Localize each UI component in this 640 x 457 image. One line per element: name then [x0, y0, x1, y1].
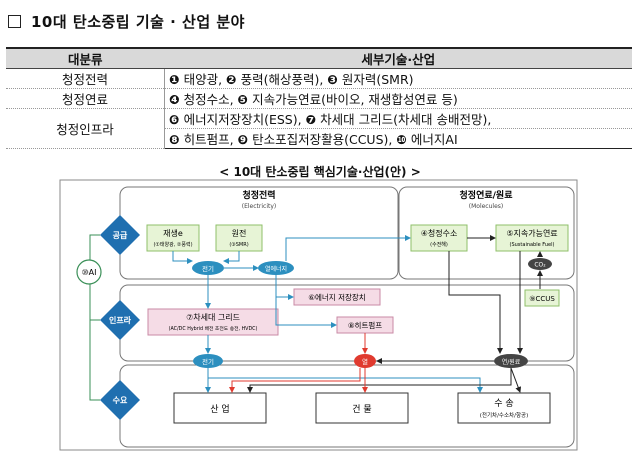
item-text: 태양광, [179, 72, 227, 87]
item-text: 지속가능연료(바이오, 재생합성연료 등) [248, 92, 458, 107]
item-number-icon: ❷ [226, 72, 237, 87]
column-molecules-sub: (Molecules) [469, 203, 503, 210]
item-text: 차세대 그리드(차세대 송배전망), [316, 112, 492, 127]
co2-label: CO₂ [534, 262, 546, 269]
item-text: 에너지AI [406, 132, 458, 147]
item-number-icon: ❼ [305, 112, 317, 127]
grid-box [147, 308, 279, 336]
header-detail: 세부기술·산업 [164, 47, 632, 69]
item-text: 청정수소, [179, 92, 238, 107]
hydrogen-title: ④청정수소 [421, 228, 458, 238]
heat-energy-oval [258, 261, 294, 275]
stage-supply: 공급 [100, 215, 140, 255]
electricity-flows [172, 235, 483, 393]
header-category: 대분류 [6, 47, 165, 69]
checkbox-square-icon [8, 14, 21, 28]
category-cell: 청정전력 [6, 68, 165, 89]
grid-sub: (AC/DC Hybrid 배전 초전도 송전, HVDC) [169, 325, 258, 332]
demand-industry: 산 업 [210, 404, 229, 415]
demand-building-box [315, 392, 409, 424]
item-number-icon: ❿ [396, 132, 407, 147]
diagram-caption: < 10대 탄소중립 핵심기술·산업(안) > [219, 165, 421, 179]
demand-transport-sub: (전기차/수소차/항공) [480, 411, 528, 419]
ccus-label: ⑨CCUS [529, 295, 555, 303]
nuclear-title: 원전 [232, 228, 247, 238]
renewable-title: 재생e [163, 228, 183, 238]
item-number-icon: ❽ [169, 132, 180, 147]
item-number-icon: ❶ [169, 72, 180, 87]
detail-cell: ❶ 태양광, ❷ 풍력(해상풍력), ❸ 원자력(SMR) [164, 68, 632, 89]
ai-circle [76, 259, 102, 285]
item-number-icon: ❹ [169, 92, 180, 107]
hydrogen-sub: (수전해) [430, 241, 448, 248]
ccus-box [524, 289, 560, 307]
column-electricity: 청정전력 [242, 189, 275, 201]
table-row: ❽ 히트펌프, ❾ 탄소포집저장활용(CCUS), ❿ 에너지AI [6, 128, 632, 149]
heat-pump-label: ⑧히트펌프 [348, 320, 382, 330]
sustainable-fuel-title: ⑤지속가능연료 [506, 229, 557, 238]
electricity-oval-2 [193, 354, 223, 368]
item-text: 에너지저장장치(ESS), [179, 112, 306, 127]
title-row: 10대 탄소중립 기술 · 산업 분야 [8, 8, 245, 34]
ai-label: ⑩AI [81, 268, 96, 277]
detail-cell: ❹ 청정수소, ❺ 지속가능연료(바이오, 재생합성연료 등) [164, 88, 632, 109]
detail-cell: ❻ 에너지저장장치(ESS), ❼ 차세대 그리드(차세대 송배전망), [164, 108, 632, 129]
hydrogen-box [410, 224, 468, 252]
demand-transport-box [457, 392, 551, 424]
ai-link-bottom [89, 284, 100, 401]
stage-demand: 수요 [100, 380, 140, 420]
column-electricity-sub: (Electricity) [242, 203, 277, 210]
sustainable-fuel-sub: (Sustainable Fuel) [510, 242, 555, 248]
electricity-oval-2-label: 전기 [202, 357, 214, 366]
renewable-box [146, 224, 200, 252]
panel-molecules-supply [398, 186, 575, 280]
diagram: 청정전력 (Electricity) 청정연료/원료 (Molecules) ⑩… [59, 179, 578, 451]
co2-oval [528, 258, 552, 270]
stage-supply-label: 공급 [113, 231, 128, 240]
heat-flows [229, 333, 368, 393]
stage-infra-label: 인프라 [109, 315, 132, 325]
item-number-icon: ❸ [327, 72, 338, 87]
item-number-icon: ❻ [169, 112, 180, 127]
sustainable-fuel-box [495, 224, 569, 252]
fuel-flows [247, 235, 543, 393]
detail-cell: ❽ 히트펌프, ❾ 탄소포집저장활용(CCUS), ❿ 에너지AI [164, 128, 632, 149]
heat-energy-oval-label: 열에너지 [265, 265, 287, 273]
table-header-row: 대분류 세부기술·산업 [6, 47, 632, 69]
category-cell: 청정인프라 [6, 108, 165, 149]
column-molecules: 청정연료/원료 [460, 189, 514, 201]
nuclear-sub: (③SMR) [229, 242, 248, 248]
fuel-oval [494, 354, 528, 368]
page-title: 10대 탄소중립 기술 · 산업 분야 [31, 12, 245, 31]
item-text: 원자력(SMR) [337, 72, 414, 87]
item-text: 탄소포집저장활용(CCUS), [248, 132, 397, 147]
item-text: 히트펌프, [179, 132, 238, 147]
heat-oval-label: 열 [362, 358, 368, 366]
ess-box [293, 288, 381, 306]
item-number-icon: ❺ [237, 92, 249, 107]
grid-title: ⑦차세대 그리드 [186, 313, 240, 322]
electricity-oval-label: 전기 [202, 264, 214, 273]
demand-industry-box [173, 392, 267, 424]
ai-link-top [89, 234, 100, 260]
stage-demand-label: 수요 [113, 396, 128, 405]
demand-transport: 수 송 [494, 398, 513, 409]
electricity-oval [192, 261, 224, 275]
item-text: 풍력(해상풍력), [236, 72, 328, 87]
category-cell: 청정연료 [6, 88, 165, 109]
fuel-oval-label: 연/원료 [502, 358, 521, 366]
item-number-icon: ❾ [237, 132, 249, 147]
stage-infra: 인프라 [100, 300, 140, 340]
ess-label: ⑥에너지 저장장치 [308, 292, 365, 302]
renewable-sub: (①태양광, ②풍력) [153, 241, 192, 248]
heat-oval [354, 354, 376, 368]
demand-building: 건 물 [352, 404, 371, 415]
